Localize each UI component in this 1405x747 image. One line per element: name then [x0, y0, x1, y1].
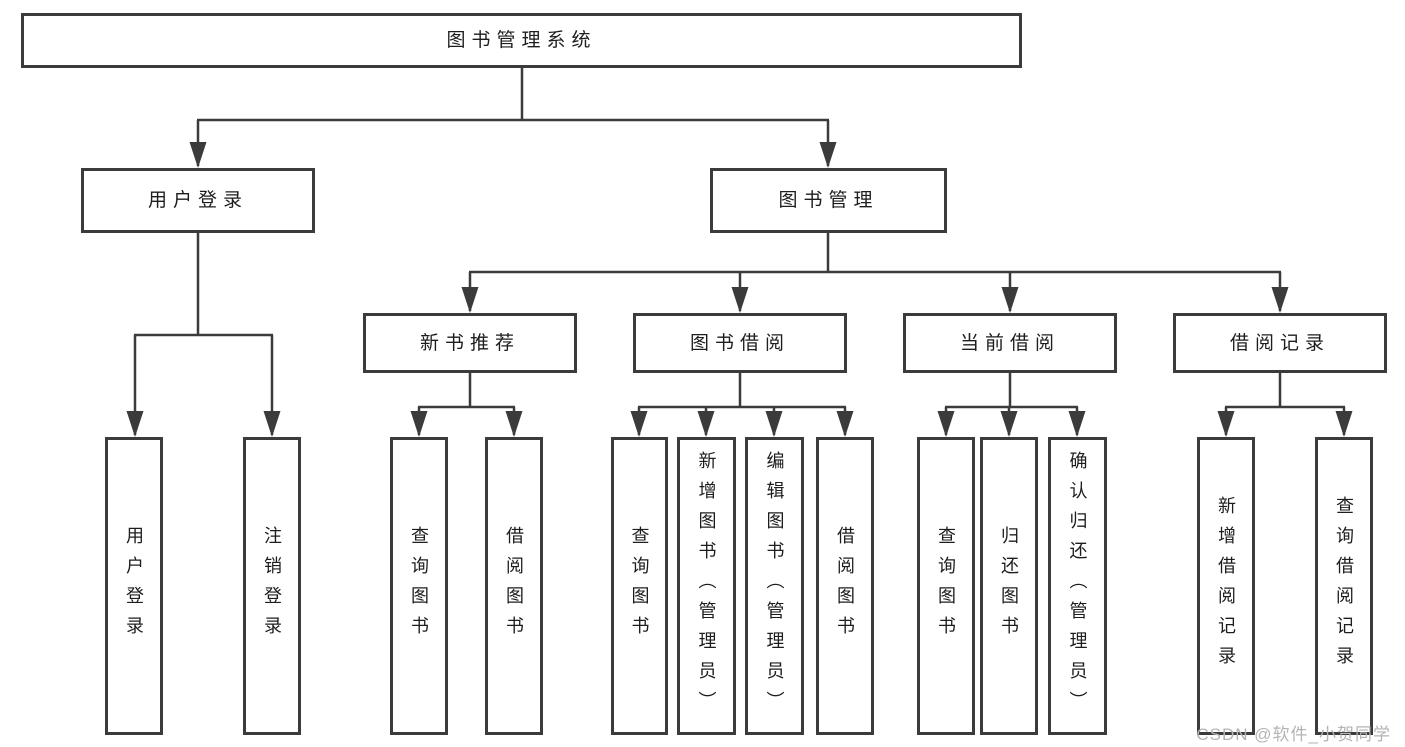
node-leaf-borrow-books-2: 借阅图书	[816, 437, 874, 735]
node-leaf-confirm-return-admin: 确认归还（管理员）	[1048, 437, 1107, 735]
arrow-down-icon	[126, 411, 144, 437]
arrowhead-icons	[126, 142, 1353, 437]
node-label: 归还图书	[999, 526, 1019, 646]
node-label: 编辑图书（管理员）	[764, 451, 785, 721]
node-label: 用户登录	[147, 190, 248, 211]
node-leaf-edit-books-admin: 编辑图书（管理员）	[745, 437, 804, 735]
node-leaf-logout: 注销登录	[243, 437, 301, 735]
node-leaf-borrow-books-1: 借阅图书	[485, 437, 543, 735]
arrow-down-icon	[410, 411, 428, 437]
node-label: 借阅图书	[504, 526, 524, 646]
arrow-down-icon	[819, 142, 837, 168]
arrow-down-icon	[1000, 411, 1018, 437]
node-label: 当前借阅	[959, 332, 1060, 354]
node-label: 借阅图书	[835, 526, 855, 646]
node-book-management-branch: 图书管理	[710, 168, 947, 233]
arrow-down-icon	[505, 411, 523, 437]
node-leaf-return-books: 归还图书	[980, 437, 1038, 735]
arrow-down-icon	[461, 287, 479, 313]
arrow-down-icon	[697, 411, 715, 437]
arrow-down-icon	[1001, 287, 1019, 313]
node-leaf-query-books-3: 查询图书	[917, 437, 975, 735]
node-label: 图书借阅	[689, 332, 790, 354]
connector-records-to-leaves	[1224, 373, 1346, 435]
node-label: 查询图书	[629, 526, 650, 646]
node-leaf-query-books-1: 查询图书	[390, 437, 448, 735]
arrow-down-icon	[937, 411, 955, 437]
connector-userlogin-to-leaves	[133, 232, 274, 435]
arrow-down-icon	[189, 142, 207, 168]
arrow-down-icon	[1335, 411, 1353, 437]
node-label: 查询图书	[936, 526, 956, 646]
node-root-library-management-system: 图书管理系统	[21, 13, 1022, 68]
arrow-down-icon	[765, 411, 783, 437]
connector-newbooks-to-leaves	[417, 373, 516, 435]
node-leaf-query-borrow-record: 查询借阅记录	[1315, 437, 1373, 735]
node-label: 新增图书（管理员）	[696, 451, 717, 721]
arrow-down-icon	[1217, 411, 1235, 437]
arrow-down-icon	[263, 411, 281, 437]
node-label: 新书推荐	[419, 332, 520, 354]
node-label: 注销登录	[262, 526, 282, 646]
node-leaf-add-books-admin: 新增图书（管理员）	[677, 437, 736, 735]
node-leaf-add-borrow-record: 新增借阅记录	[1197, 437, 1255, 735]
node-label: 图书管理系统	[446, 30, 597, 51]
node-borrowing-records: 借阅记录	[1173, 313, 1387, 373]
csdn-watermark: CSDN @软件_小贺同学	[1196, 725, 1391, 744]
node-user-login-branch: 用户登录	[81, 168, 315, 233]
node-label: 新增借阅记录	[1216, 496, 1236, 676]
node-label: 查询图书	[409, 526, 429, 646]
connector-root-to-level2	[196, 68, 830, 166]
connector-borrowing-to-leaves	[637, 373, 847, 435]
arrow-down-icon	[836, 411, 854, 437]
node-book-borrowing: 图书借阅	[633, 313, 847, 373]
node-label: 用户登录	[124, 526, 144, 646]
node-label: 查询借阅记录	[1334, 496, 1354, 676]
arrow-down-icon	[1068, 411, 1086, 437]
arrow-down-icon	[1271, 287, 1289, 313]
arrow-down-icon	[731, 287, 749, 313]
node-label: 确认归还（管理员）	[1067, 451, 1088, 721]
node-current-borrowing: 当前借阅	[903, 313, 1117, 373]
node-leaf-query-books-2: 查询图书	[611, 437, 668, 735]
node-label: 借阅记录	[1229, 332, 1330, 354]
node-leaf-user-login: 用户登录	[105, 437, 163, 735]
arrow-down-icon	[630, 411, 648, 437]
node-new-book-recommend: 新书推荐	[363, 313, 577, 373]
connector-bookmgmt-to-level3	[468, 233, 1282, 311]
node-label: 图书管理	[778, 190, 879, 211]
